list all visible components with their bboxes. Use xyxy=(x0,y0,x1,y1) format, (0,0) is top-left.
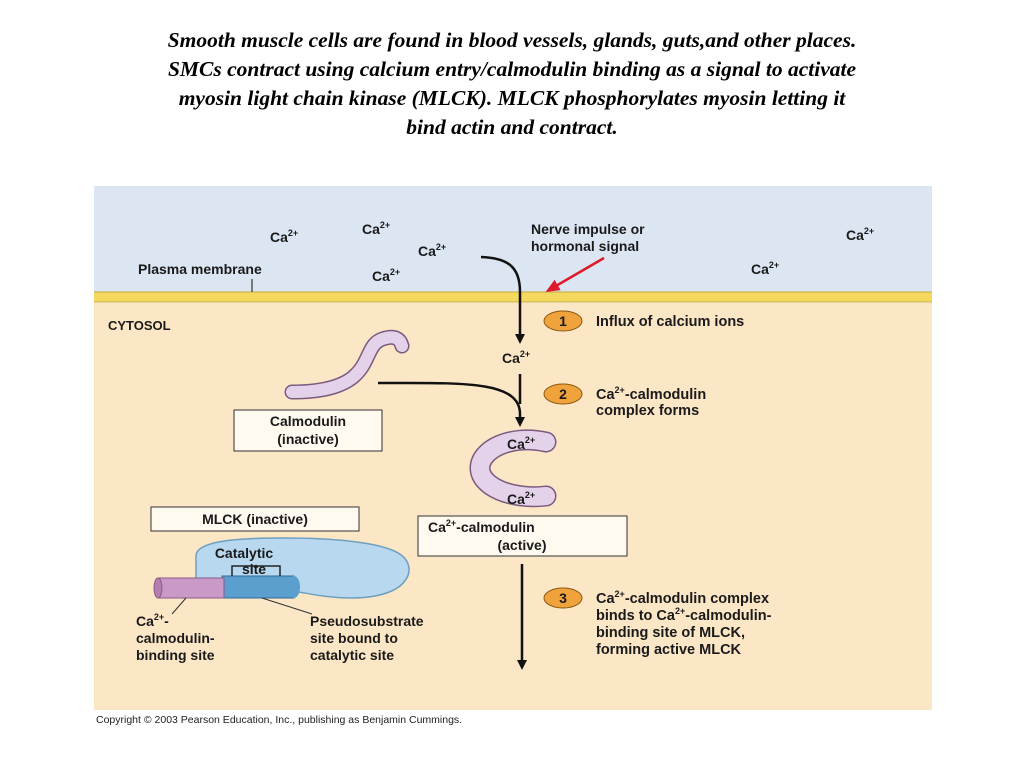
calmodulin-active-label: Ca2+-calmodulin xyxy=(428,518,535,535)
title-line: myosin light chain kinase (MLCK). MLCK p… xyxy=(178,86,846,110)
ca-ion: Ca2+ xyxy=(507,490,535,507)
step-3-text: Ca2+-calmodulin complex xyxy=(596,589,769,607)
signal-label: hormonal signal xyxy=(531,238,639,254)
binding-site-label: calmodulin- xyxy=(136,630,215,646)
step-2-text: complex forms xyxy=(596,403,699,419)
step-2-text: Ca2+-calmodulin xyxy=(596,385,706,403)
mlck-inactive-label: MLCK (inactive) xyxy=(202,511,308,527)
step-1-number: 1 xyxy=(559,313,567,329)
step-2-badge xyxy=(543,383,583,405)
calmodulin-binding-arrow xyxy=(377,381,525,427)
plasma-membrane-band xyxy=(94,292,932,302)
pseudosubstrate-label: catalytic site xyxy=(310,647,394,663)
calcium-influx-arrow xyxy=(480,255,525,344)
binding-site-label: Ca2+- xyxy=(136,612,169,629)
pseudosubstrate-label: Pseudosubstrate xyxy=(310,613,424,629)
ca-ion: Ca2+ xyxy=(507,435,535,452)
cytosol-label: CYTOSOL xyxy=(108,318,171,333)
ca-ion: Ca2+ xyxy=(270,228,298,245)
mlck-inactive-box xyxy=(150,506,360,532)
calmodulin-active-label: (active) xyxy=(497,537,546,553)
calmodulin-inactive-label: (inactive) xyxy=(277,431,338,447)
plasma-membrane-label: Plasma membrane xyxy=(138,261,262,277)
title-line: SMCs contract using calcium entry/calmod… xyxy=(167,57,857,81)
ca-ion: Ca2+ xyxy=(502,349,530,366)
catalytic-site-label: Catalytic xyxy=(215,545,274,561)
title-line: bind actin and contract. xyxy=(406,115,618,139)
ca-ion: Ca2+ xyxy=(846,226,874,243)
extracellular-region xyxy=(94,186,932,292)
signal-arrow xyxy=(545,256,605,293)
ca-ion: Ca2+ xyxy=(372,267,400,284)
step-3-text: forming active MLCK xyxy=(596,642,742,658)
ca-ion: Ca2+ xyxy=(362,220,390,237)
step-3-text: binding site of MLCK, xyxy=(596,625,745,641)
copyright-notice: Copyright © 2003 Pearson Education, Inc.… xyxy=(96,714,463,726)
step-1-badge xyxy=(543,310,583,332)
title-line: Smooth muscle cells are found in blood v… xyxy=(167,28,857,52)
step-3-text: binds to Ca2+-calmodulin- xyxy=(596,606,772,624)
calmodulin-active-box xyxy=(417,515,628,557)
calmodulin-inactive-box xyxy=(233,409,383,452)
catalytic-site-label: site xyxy=(242,561,266,577)
pseudosubstrate-label: site bound to xyxy=(310,630,398,646)
step-3-number: 3 xyxy=(559,590,567,606)
step-3-badge xyxy=(543,587,583,609)
calmodulin-binding-site xyxy=(157,577,225,599)
signal-label: Nerve impulse or xyxy=(531,221,645,237)
binding-site-label: binding site xyxy=(136,647,215,663)
ca-ion: Ca2+ xyxy=(418,242,446,259)
step-1-text: Influx of calcium ions xyxy=(596,314,744,330)
step-2-number: 2 xyxy=(559,386,567,402)
pseudosubstrate-site xyxy=(221,575,295,599)
ca-ion: Ca2+ xyxy=(751,260,779,277)
calmodulin-inactive-label: Calmodulin xyxy=(270,413,346,429)
slide-title: Smooth muscle cells are found in blood v… xyxy=(40,26,984,142)
